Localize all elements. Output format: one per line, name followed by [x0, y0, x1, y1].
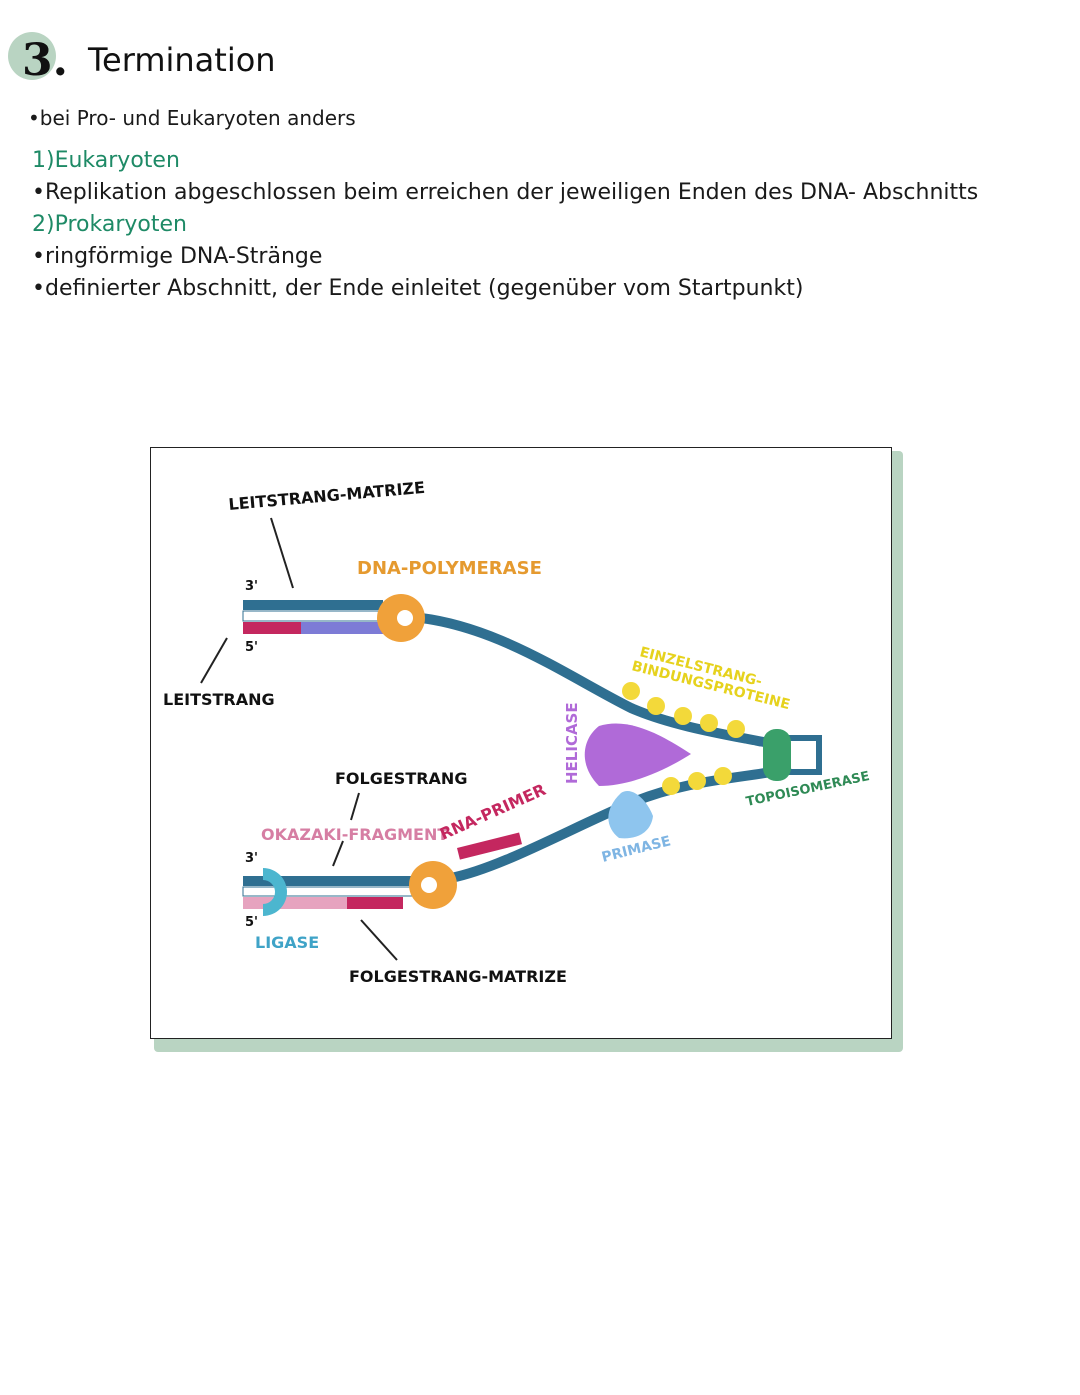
prokaryoten-heading: 2)Prokaryoten: [32, 212, 187, 237]
leading-template-backbone: [420, 613, 793, 753]
figure-frame: 3' 5' 3' 5': [150, 447, 892, 1039]
label-rna-primer: RNA-PRIMER: [437, 780, 549, 844]
ssb-protein: [662, 777, 680, 795]
label-helicase: HELICASE: [563, 702, 581, 784]
eukaryoten-heading: 1)Eukaryoten: [32, 148, 180, 173]
topoisomerase: [763, 729, 791, 781]
ssb-protein: [688, 772, 706, 790]
leader-line: [270, 517, 294, 589]
replication-diagram: 3' 5' 3' 5': [163, 478, 871, 986]
eukaryoten-bullet: •Replikation abgeschlossen beim erreiche…: [32, 180, 979, 205]
rna-primer-new: [456, 832, 523, 860]
ssb-protein: [727, 720, 745, 738]
replication-figure: 3' 5' 3' 5': [150, 447, 903, 1052]
end-label: 3': [245, 851, 258, 866]
label-dna-polymerase: DNA-POLYMERASE: [357, 558, 542, 579]
end-label: 5': [245, 915, 258, 930]
leader-line: [332, 840, 344, 867]
dna-polymerase-bottom-hole: [421, 877, 437, 893]
label-folgestrang: FOLGESTRANG: [335, 769, 467, 788]
end-label: 3': [245, 579, 258, 594]
leading-primer: [243, 622, 301, 634]
primase: [608, 790, 653, 839]
leader-line: [360, 919, 398, 961]
okazaki-fragment: [301, 897, 347, 909]
ssb-protein: [647, 697, 665, 715]
section-heading: 3. Termination: [8, 30, 276, 90]
leader-line: [350, 792, 360, 821]
leader-line: [200, 637, 228, 684]
prokaryoten-bullet: •ringförmige DNA-Stränge: [32, 244, 323, 269]
leading-new-strand: [301, 622, 383, 634]
label-leitstrang-matrize: LEITSTRANG-MATRIZE: [228, 478, 426, 514]
section-number: 3.: [22, 34, 68, 86]
ssb-protein: [700, 714, 718, 732]
lagging-template-strand: [243, 876, 453, 886]
base-pairs: [422, 626, 792, 756]
end-label: 5': [245, 640, 258, 655]
label-okazaki-fragment: OKAZAKI-FRAGMENT: [261, 825, 448, 844]
intro-text: •bei Pro- und Eukaryoten anders: [28, 106, 356, 130]
leading-template-strand: [243, 600, 383, 610]
label-primase: PRIMASE: [600, 833, 672, 866]
label-ligase: LIGASE: [255, 933, 319, 952]
base-pairs: [242, 610, 392, 622]
label-folgestrang-matrize: FOLGESTRANG-MATRIZE: [349, 967, 567, 986]
ligase: [263, 868, 287, 916]
number-bubble: [8, 32, 56, 80]
rna-primer-segment: [347, 897, 403, 909]
helicase: [584, 723, 691, 786]
label-leitstrang: LEITSTRANG: [163, 690, 275, 709]
ssb-protein: [622, 682, 640, 700]
ssb-protein: [714, 767, 732, 785]
prokaryoten-bullet: •definierter Abschnitt, der Ende einleit…: [32, 276, 804, 301]
ssb-protein: [674, 707, 692, 725]
page-title: Termination: [87, 41, 276, 79]
dna-polymerase-top-hole: [397, 610, 413, 626]
